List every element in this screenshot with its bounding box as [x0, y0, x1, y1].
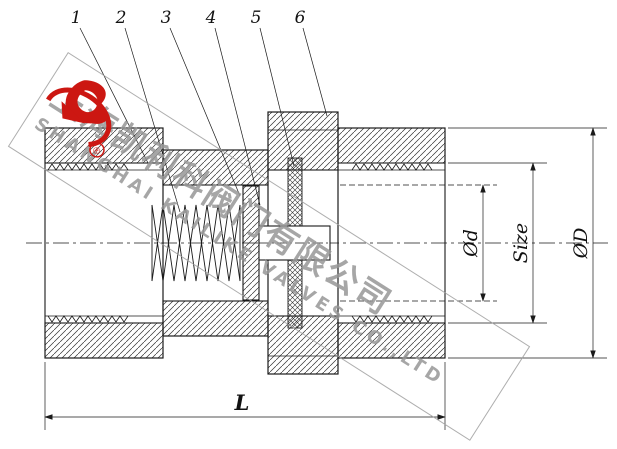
callout-2: 2: [115, 8, 127, 28]
callout-5: 5: [251, 8, 262, 28]
right-thread-bottom: [351, 315, 433, 323]
callout-3: 3: [161, 8, 172, 28]
callout-1: 1: [71, 8, 82, 28]
mid-body: [162, 149, 269, 337]
dimension-lines: [44, 127, 607, 430]
valve-body: [44, 111, 446, 375]
dim-size: [448, 162, 547, 324]
dim-length: [44, 362, 446, 430]
callouts: 1 2 3 4 5 6: [71, 8, 328, 213]
callout-4: 4: [205, 8, 217, 28]
disc-stem: [258, 225, 331, 261]
right-coupling: [337, 127, 446, 359]
right-thread: [351, 163, 433, 171]
dim-label-length: L: [234, 390, 250, 415]
union-nut: [267, 111, 339, 375]
valve-disc: [242, 185, 260, 301]
leader-lines: [79, 27, 328, 213]
spring: [151, 204, 241, 282]
dim-bore: [340, 184, 497, 302]
dim-label-size: Size: [510, 223, 532, 263]
dim-label-bore: Ød: [460, 229, 482, 258]
dim-outer: [448, 127, 607, 359]
callout-6: 6: [295, 8, 306, 28]
dim-label-outer: ØD: [570, 228, 592, 260]
left-thread-bottom: [47, 315, 129, 323]
left-thread: [47, 163, 129, 171]
